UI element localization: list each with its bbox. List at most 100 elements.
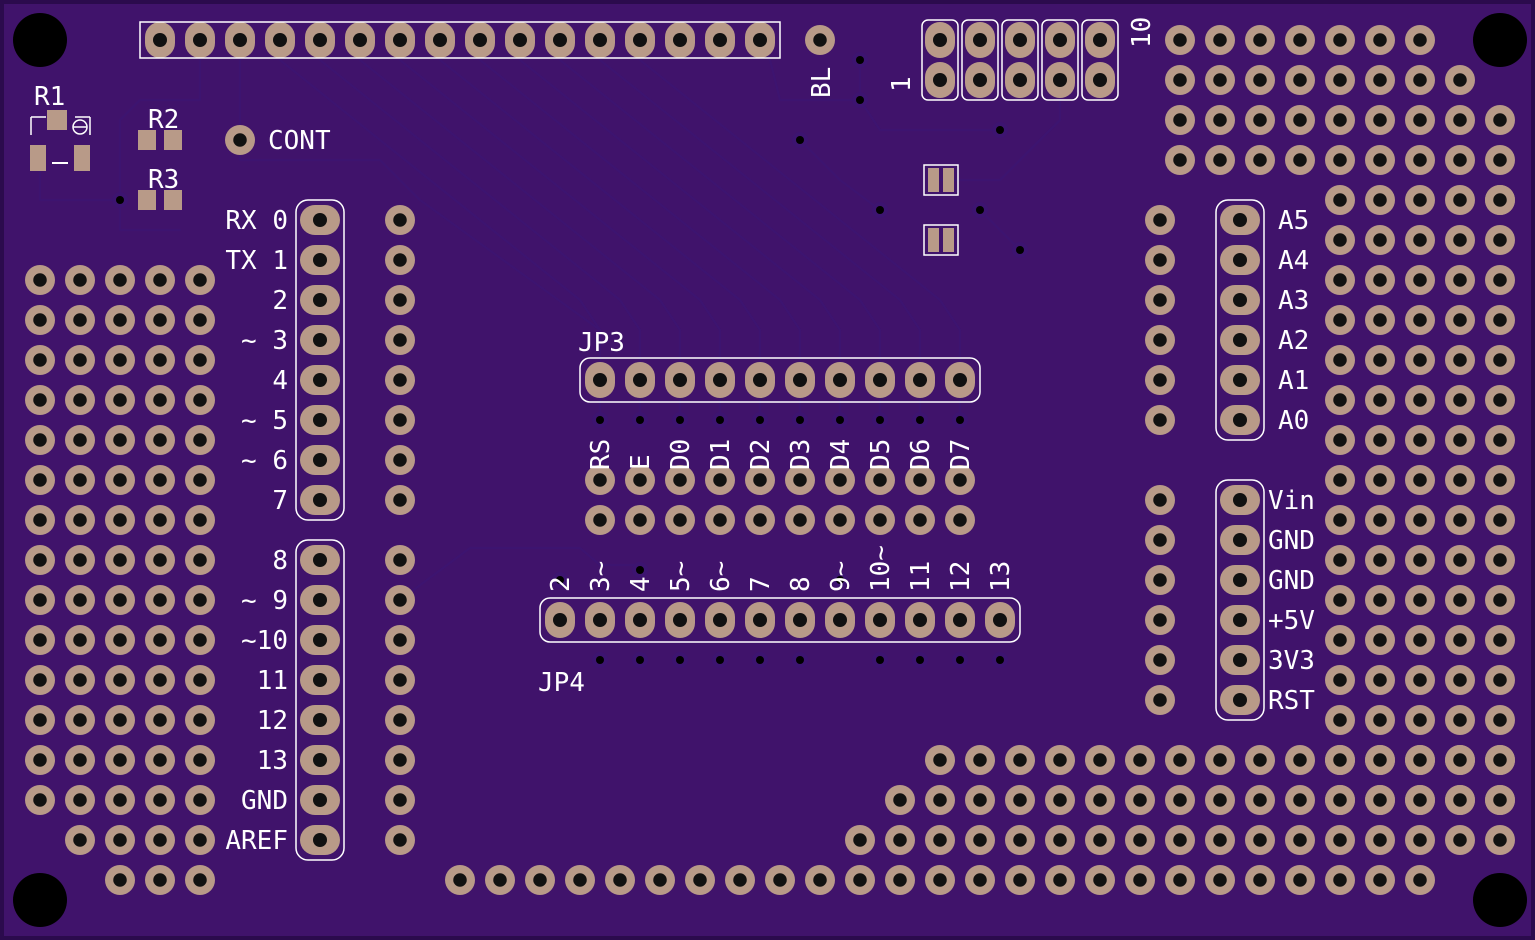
digital-aux-pad xyxy=(385,205,415,235)
jp3-pin-label: D7 xyxy=(946,439,976,470)
proto-pad xyxy=(1445,225,1475,255)
top-header-pad xyxy=(425,22,455,58)
proto-pad xyxy=(1445,545,1475,575)
jp3-aux-pad xyxy=(945,465,975,495)
proto-pad xyxy=(1485,185,1515,215)
proto-pad xyxy=(25,745,55,775)
power-header-outline xyxy=(1215,479,1265,721)
digital-pad xyxy=(300,785,340,815)
digital-aux-pad xyxy=(385,745,415,775)
proto-pad xyxy=(1485,305,1515,335)
jp3-pad xyxy=(745,362,775,398)
power-pin-label: RST xyxy=(1268,686,1315,716)
proto-pad xyxy=(1325,585,1355,615)
proto-pad xyxy=(1365,105,1395,135)
power-aux-pad xyxy=(1145,485,1175,515)
proto-pad xyxy=(65,625,95,655)
jp4-pin-label: 13 xyxy=(986,561,1016,592)
proto-pad xyxy=(185,585,215,615)
proto-pad xyxy=(25,665,55,695)
proto-pad xyxy=(1445,585,1475,615)
proto-pad xyxy=(1325,625,1355,655)
digital-pin-label: ~ 9 xyxy=(241,586,288,616)
proto-pad xyxy=(1285,785,1315,815)
proto-pad xyxy=(1165,145,1195,175)
via-hole xyxy=(1016,246,1024,254)
label-r2: R2 xyxy=(148,105,179,135)
proto-pad xyxy=(1005,785,1035,815)
proto-pad xyxy=(1325,465,1355,495)
proto-pad xyxy=(1405,665,1435,695)
jp3-aux-pad xyxy=(705,505,735,535)
proto-pad xyxy=(1405,465,1435,495)
jp4-pad xyxy=(905,602,935,638)
proto-pad xyxy=(1365,825,1395,855)
proto-pad xyxy=(725,865,755,895)
proto-pad xyxy=(25,545,55,575)
top-header-pad xyxy=(265,22,295,58)
power-aux-pad xyxy=(1145,685,1175,715)
digital-pad xyxy=(300,545,340,575)
via-hole xyxy=(876,416,884,424)
top-header-pad xyxy=(145,22,175,58)
via-hole xyxy=(956,416,964,424)
proto-pad xyxy=(965,825,995,855)
proto-pad xyxy=(1445,825,1475,855)
proto-pad xyxy=(1485,745,1515,775)
digital-aux-pad xyxy=(385,785,415,815)
via-hole xyxy=(716,416,724,424)
digital-aux-pad xyxy=(385,325,415,355)
digital-pad xyxy=(300,625,340,655)
proto-pad xyxy=(145,345,175,375)
jp3-aux-pad xyxy=(665,505,695,535)
jp3-pin-label: D2 xyxy=(746,439,776,470)
jp4-pin-label: 10~ xyxy=(866,545,896,592)
via-hole xyxy=(116,196,124,204)
proto-pad xyxy=(605,865,635,895)
via-hole xyxy=(856,56,864,64)
trace xyxy=(118,38,202,202)
proto-pad xyxy=(1325,225,1355,255)
proto-pad xyxy=(1325,185,1355,215)
proto-pad xyxy=(1485,585,1515,615)
jp4-pin-label: 4 xyxy=(626,576,656,592)
power-aux-pad xyxy=(1145,605,1175,635)
proto-pad xyxy=(185,625,215,655)
proto-pad xyxy=(1045,865,1075,895)
proto-pad xyxy=(105,465,135,495)
jp3-pad xyxy=(705,362,735,398)
proto-pad xyxy=(1445,105,1475,135)
analog-pin-label: A5 xyxy=(1278,206,1309,236)
proto-pad xyxy=(1365,65,1395,95)
lcd-header-pad xyxy=(1045,62,1075,98)
proto-pad xyxy=(1205,825,1235,855)
jp3-pad xyxy=(585,362,615,398)
proto-pad xyxy=(25,345,55,375)
analog-pin-label: A1 xyxy=(1278,366,1309,396)
jp3-aux-pad xyxy=(745,465,775,495)
proto-pad xyxy=(1245,145,1275,175)
digital-pin-label: ~ 3 xyxy=(241,326,288,356)
jp4-pad xyxy=(545,602,575,638)
proto-pad xyxy=(1485,825,1515,855)
proto-pad xyxy=(1485,265,1515,295)
proto-pad xyxy=(185,865,215,895)
digital-pad xyxy=(300,325,340,355)
jp4-pad xyxy=(825,602,855,638)
jp4-pad xyxy=(865,602,895,638)
proto-pad xyxy=(1485,425,1515,455)
proto-pad xyxy=(765,865,795,895)
digital-pad xyxy=(300,665,340,695)
proto-pad xyxy=(685,865,715,895)
proto-pad xyxy=(25,585,55,615)
proto-pad xyxy=(1365,585,1395,615)
power-pin-label: +5V xyxy=(1268,606,1315,636)
proto-pad xyxy=(185,425,215,455)
power-pad xyxy=(1220,565,1260,595)
jp3-aux-pad xyxy=(705,465,735,495)
proto-pad xyxy=(105,785,135,815)
proto-pad xyxy=(1165,825,1195,855)
proto-pad xyxy=(25,305,55,335)
